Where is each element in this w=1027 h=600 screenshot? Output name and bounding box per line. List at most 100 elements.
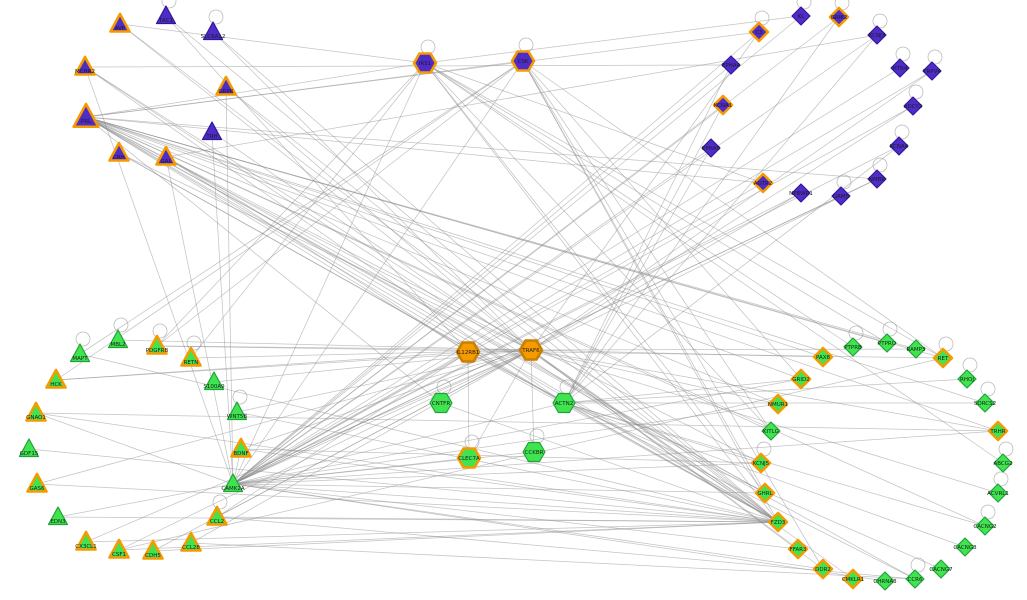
graph-node-gas6[interactable] (26, 472, 48, 493)
graph-node-acvrl1[interactable] (988, 483, 1008, 503)
graph-node-ffar3[interactable] (787, 538, 809, 560)
graph-edge (85, 116, 802, 380)
graph-node-c3[interactable] (748, 21, 770, 43)
graph-node-grid2[interactable] (790, 368, 812, 390)
graph-edge (530, 349, 999, 494)
graph-edge (424, 62, 854, 348)
graph-node-sorcs2[interactable] (975, 393, 995, 413)
graph-edge (530, 70, 933, 351)
graph-node-tac1[interactable] (155, 5, 177, 25)
graph-node-gnao1[interactable] (25, 401, 47, 422)
graph-node-trh[interactable] (201, 121, 223, 141)
graph-node-kcna1[interactable] (712, 94, 734, 116)
graph-edge (216, 516, 916, 580)
graph-node-il12rb1[interactable] (455, 341, 481, 363)
graph-node-ghrl[interactable] (754, 482, 776, 504)
graph-node-ramp3[interactable] (906, 339, 926, 359)
graph-node-gdf15[interactable] (18, 438, 40, 458)
graph-edge (530, 349, 824, 358)
graph-node-csk[interactable] (510, 50, 536, 72)
graph-node-grpr[interactable] (215, 75, 237, 96)
graph-node-mchr2[interactable] (74, 55, 96, 76)
graph-node-cacng7[interactable] (931, 559, 951, 579)
graph-node-epha5[interactable] (701, 138, 721, 158)
graph-node-slc6a12[interactable] (202, 21, 224, 41)
graph-node-cdh5[interactable] (142, 539, 164, 560)
graph-node-kl[interactable] (791, 6, 811, 26)
graph-node-abcg2[interactable] (993, 453, 1013, 473)
graph-edge (212, 31, 779, 523)
graph-node-cx3cl1[interactable] (75, 530, 97, 551)
graph-node-epha4[interactable] (721, 55, 741, 75)
graph-edge (236, 411, 779, 523)
graph-node-edn3[interactable] (47, 506, 69, 526)
graph-edge (240, 448, 762, 464)
graph-node-cacng3[interactable] (955, 537, 975, 557)
graph-node-pdgfrb[interactable] (146, 334, 168, 355)
graph-node-mbl2[interactable] (107, 329, 129, 349)
graph-node-irs1[interactable] (412, 52, 438, 74)
graph-edge (530, 105, 914, 351)
graph-node-traf6[interactable] (518, 339, 544, 361)
graph-node-htr4[interactable] (890, 58, 910, 78)
self-loop (836, 174, 852, 190)
graph-node-ptprb[interactable] (843, 337, 863, 357)
graph-node-mapt[interactable] (69, 343, 91, 363)
graph-node-fzd3[interactable] (767, 511, 789, 533)
graph-node-npbwr1[interactable] (791, 183, 811, 203)
graph-edge (85, 31, 760, 118)
graph-node-kcnj3[interactable] (867, 25, 887, 45)
graph-node-ddr2[interactable] (812, 558, 834, 580)
graph-edge (119, 23, 779, 523)
graph-node-agtr2[interactable] (752, 172, 774, 194)
graph-edge (85, 116, 999, 432)
graph-node-chrna3[interactable] (875, 571, 895, 591)
graph-node-cntfr[interactable] (429, 392, 453, 414)
graph-edge (232, 15, 802, 485)
graph-node-rhoj[interactable] (957, 369, 977, 389)
graph-node-cckbr[interactable] (522, 441, 546, 463)
graph-node-trpv4[interactable] (922, 61, 942, 81)
graph-node-prl[interactable] (72, 102, 100, 129)
graph-edge (212, 31, 532, 351)
graph-node-ccl28[interactable] (180, 531, 202, 552)
graph-node-ret[interactable] (932, 347, 954, 369)
graph-node-wnt5b[interactable] (226, 401, 248, 421)
graph-node-grik2[interactable] (828, 6, 850, 28)
graph-node-cacng2[interactable] (975, 516, 995, 536)
graph-node-kitlg[interactable] (761, 421, 781, 441)
graph-node-pax8[interactable] (812, 346, 834, 368)
graph-node-actn2[interactable] (552, 392, 576, 414)
graph-node-nmur1[interactable] (767, 393, 789, 415)
graph-node-gal[interactable] (155, 145, 177, 166)
graph-edge (119, 23, 532, 351)
graph-node-grm5[interactable] (831, 186, 851, 206)
graph-node-bdnf[interactable] (230, 437, 252, 458)
graph-node-ptpro[interactable] (877, 333, 897, 353)
graph-node-camk2a[interactable] (222, 473, 244, 493)
graph-node-kcna4[interactable] (889, 136, 909, 156)
graph-node-ccr6[interactable] (905, 569, 925, 589)
graph-node-cmklr1[interactable] (842, 568, 864, 590)
graph-edge (530, 192, 802, 351)
graph-node-s100a9[interactable] (203, 371, 225, 391)
self-loop (464, 434, 480, 450)
graph-node-clec7a[interactable] (456, 447, 482, 469)
graph-node-trhr[interactable] (987, 420, 1009, 442)
graph-node-retn[interactable] (180, 346, 202, 367)
graph-node-adcy2[interactable] (903, 96, 923, 116)
graph-node-avp[interactable] (109, 12, 131, 33)
graph-edge (522, 60, 772, 432)
graph-edge (563, 16, 840, 404)
graph-node-csf1[interactable] (108, 538, 130, 559)
graph-node-hck[interactable] (45, 368, 67, 389)
graph-edge (563, 145, 900, 404)
graph-edge (55, 351, 469, 381)
graph-edge (563, 34, 878, 404)
graph-node-kcnj5[interactable] (750, 452, 772, 474)
graph-node-crh[interactable] (108, 141, 130, 162)
graph-edge (424, 62, 764, 184)
graph-node-ccl2[interactable] (206, 505, 228, 526)
graph-node-nmbr[interactable] (867, 169, 887, 189)
